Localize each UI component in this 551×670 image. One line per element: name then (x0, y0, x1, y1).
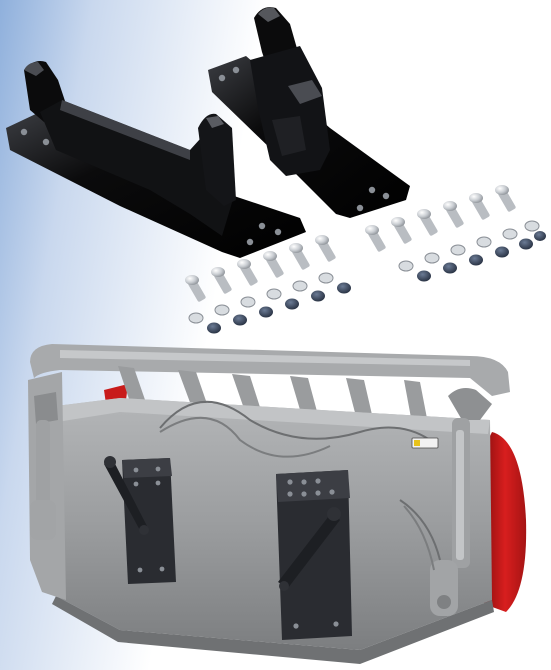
washer-icon (424, 252, 440, 264)
nut-row-right (417, 231, 546, 282)
bolt-icon (365, 225, 386, 252)
bolt-icon (315, 235, 336, 262)
nut-icon (285, 298, 299, 310)
nut-icon (233, 314, 247, 326)
mount-plate-left (104, 456, 176, 584)
nut-icon (519, 238, 533, 250)
bolt-icon (237, 259, 258, 286)
hydraulic-hoses (159, 400, 431, 441)
quick-attach-lever (104, 458, 148, 534)
washer-icon (266, 288, 282, 300)
nut-icon (311, 290, 325, 302)
nut-row-left (207, 282, 351, 334)
bolt-icon (469, 193, 490, 220)
hardware-set-left (185, 235, 351, 334)
washer-icon (240, 296, 256, 308)
nut-icon (469, 254, 483, 266)
washer-icon (318, 272, 334, 284)
washer-row-right (398, 220, 540, 272)
nut-icon (495, 246, 509, 258)
nut-icon (207, 322, 221, 334)
nut-icon (259, 306, 273, 318)
washer-icon (398, 260, 414, 272)
bolt-row-left (185, 235, 336, 302)
bucket-red-side-plate (484, 432, 527, 612)
bolt-icon (263, 251, 284, 278)
washer-icon (524, 220, 540, 232)
washer-icon (502, 228, 518, 240)
grapple-bucket (28, 344, 527, 664)
bolt-icon (495, 185, 516, 212)
left-mounting-bracket (6, 61, 306, 258)
nut-icon (337, 282, 351, 294)
bolt-icon (289, 243, 310, 270)
washer-icon (476, 236, 492, 248)
bolt-icon (443, 201, 464, 228)
quick-attach-lever (278, 512, 340, 588)
washer-icon (292, 280, 308, 292)
hardware-set-right (365, 185, 546, 282)
washer-row-left (188, 272, 334, 324)
bolt-icon (211, 267, 232, 294)
bolt-icon (185, 275, 206, 302)
right-mounting-bracket (208, 7, 410, 218)
nut-icon (534, 231, 546, 241)
washer-icon (188, 312, 204, 324)
bolt-icon (417, 209, 438, 236)
nut-icon (417, 270, 431, 282)
bolt-row-right (365, 185, 516, 252)
bolt-icon (391, 217, 412, 244)
washer-icon (214, 304, 230, 316)
nut-icon (443, 262, 457, 274)
mount-plate-right (276, 470, 352, 640)
washer-icon (450, 244, 466, 256)
